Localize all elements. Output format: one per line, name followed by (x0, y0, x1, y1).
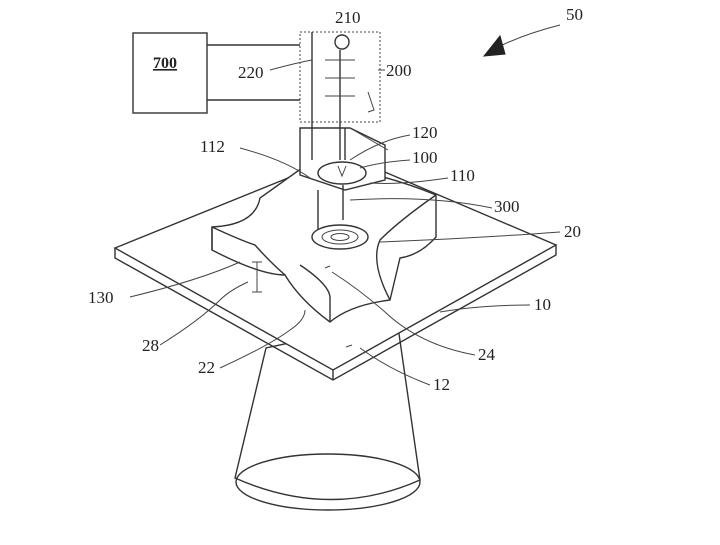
ref-label-210: 210 (335, 8, 361, 27)
ref-label-50: 50 (566, 5, 583, 24)
ref-label-130: 130 (88, 288, 114, 307)
figure-arrow (484, 36, 505, 56)
ref-label-12: 12 (433, 375, 450, 394)
control-box-700 (133, 33, 300, 113)
ref-label-100: 100 (412, 148, 438, 167)
ref-label-220: 220 (238, 63, 264, 82)
lens-disk (318, 162, 366, 184)
ref-label-24: 24 (478, 345, 496, 364)
ref-label-120: 120 (412, 123, 438, 142)
ref-label-300: 300 (494, 197, 520, 216)
ref-label-110: 110 (450, 166, 475, 185)
ref-label-700: 700 (153, 55, 177, 72)
ref-label-112: 112 (200, 137, 225, 156)
ref-label-200: 200 (386, 61, 412, 80)
ref-label-22: 22 (198, 358, 215, 377)
ref-label-20: 20 (564, 222, 581, 241)
ref-label-28: 28 (142, 336, 159, 355)
ref-label-10: 10 (534, 295, 551, 314)
